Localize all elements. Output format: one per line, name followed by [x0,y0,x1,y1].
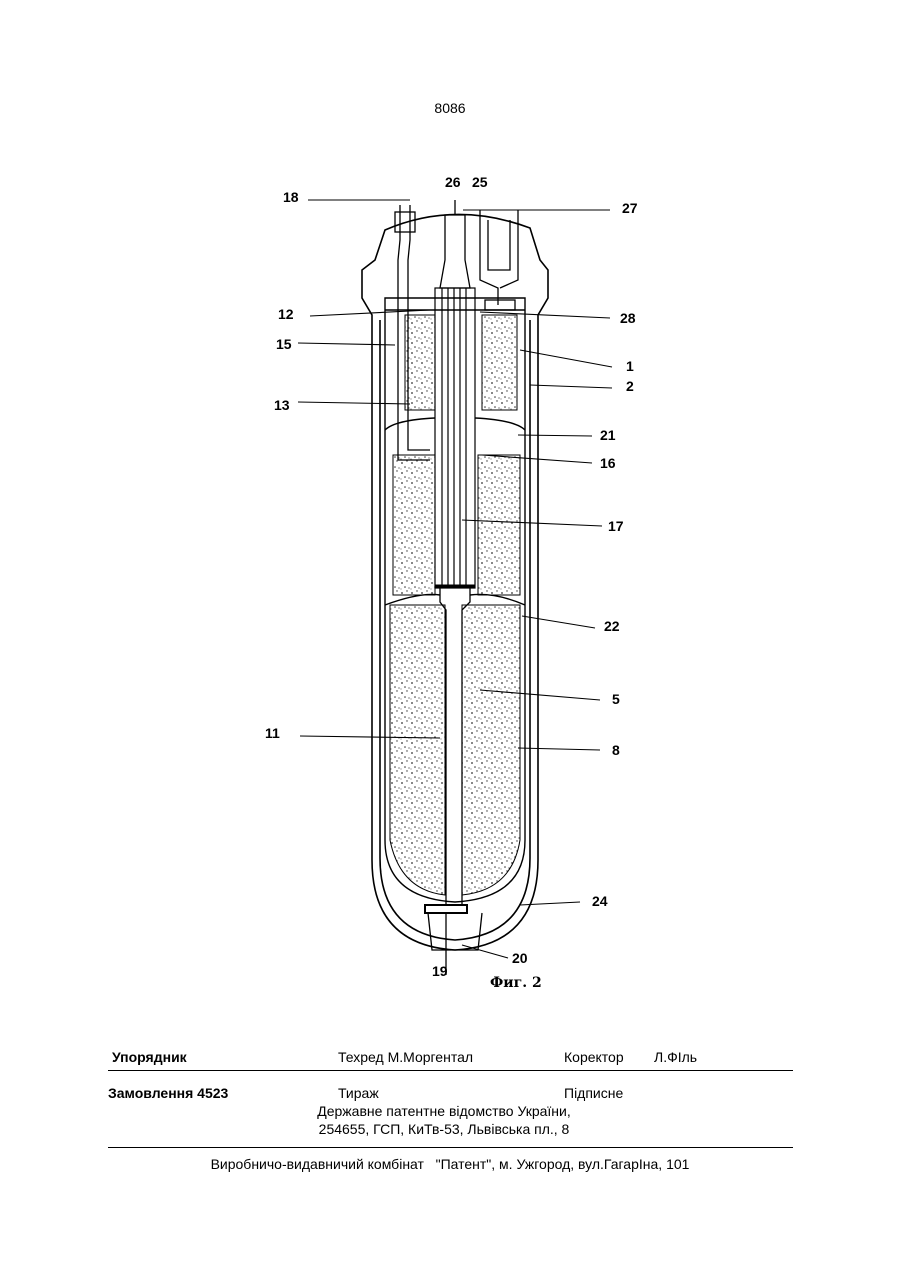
callout-26: 26 [445,174,461,190]
callout-1: 1 [626,358,634,374]
leader-lines [298,200,612,958]
compiler-label: Упорядник [112,1049,187,1065]
callout-11: 11 [265,725,280,741]
divider-bottom [108,1147,793,1148]
callout-20: 20 [512,950,528,966]
reactor-drawing: 18 26 25 27 12 28 15 1 2 13 21 16 17 22 … [0,0,900,1010]
callout-19: 19 [432,963,448,979]
corrector-name: Л.ФІль [654,1049,697,1065]
callout-24: 24 [592,893,608,909]
tech-editor: Техред М.Моргентал [338,1049,473,1065]
callout-5: 5 [612,691,620,707]
callout-13: 13 [274,397,290,413]
office-line-2: 254655, ГСП, КиТв-53, Львівська пл., 8 [0,1121,894,1137]
callout-27: 27 [622,200,638,216]
publisher-line: Виробничо-видавничий комбінат "Патент", … [0,1156,900,1172]
callout-2: 2 [626,378,634,394]
office-line-1: Державне патентне відомство України, [0,1103,894,1119]
callout-16: 16 [600,455,616,471]
heat-exchanger [435,288,475,588]
callout-22: 22 [604,618,620,634]
callout-28: 28 [620,310,636,326]
circulation: Тираж [338,1085,379,1101]
callout-12: 12 [278,306,294,322]
corrector-label: Коректор [564,1049,624,1065]
callout-25: 25 [472,174,488,190]
callout-18: 18 [283,189,299,205]
order-number: Замовлення 4523 [108,1085,228,1101]
subscription: Підписне [564,1085,623,1101]
callout-15: 15 [276,336,292,352]
figure-caption: Фиг. 2 [490,975,542,991]
callout-21: 21 [600,427,616,443]
divider-top [108,1070,793,1071]
catalyst-beds [390,315,520,895]
callout-17: 17 [608,518,624,534]
callout-8: 8 [612,742,620,758]
